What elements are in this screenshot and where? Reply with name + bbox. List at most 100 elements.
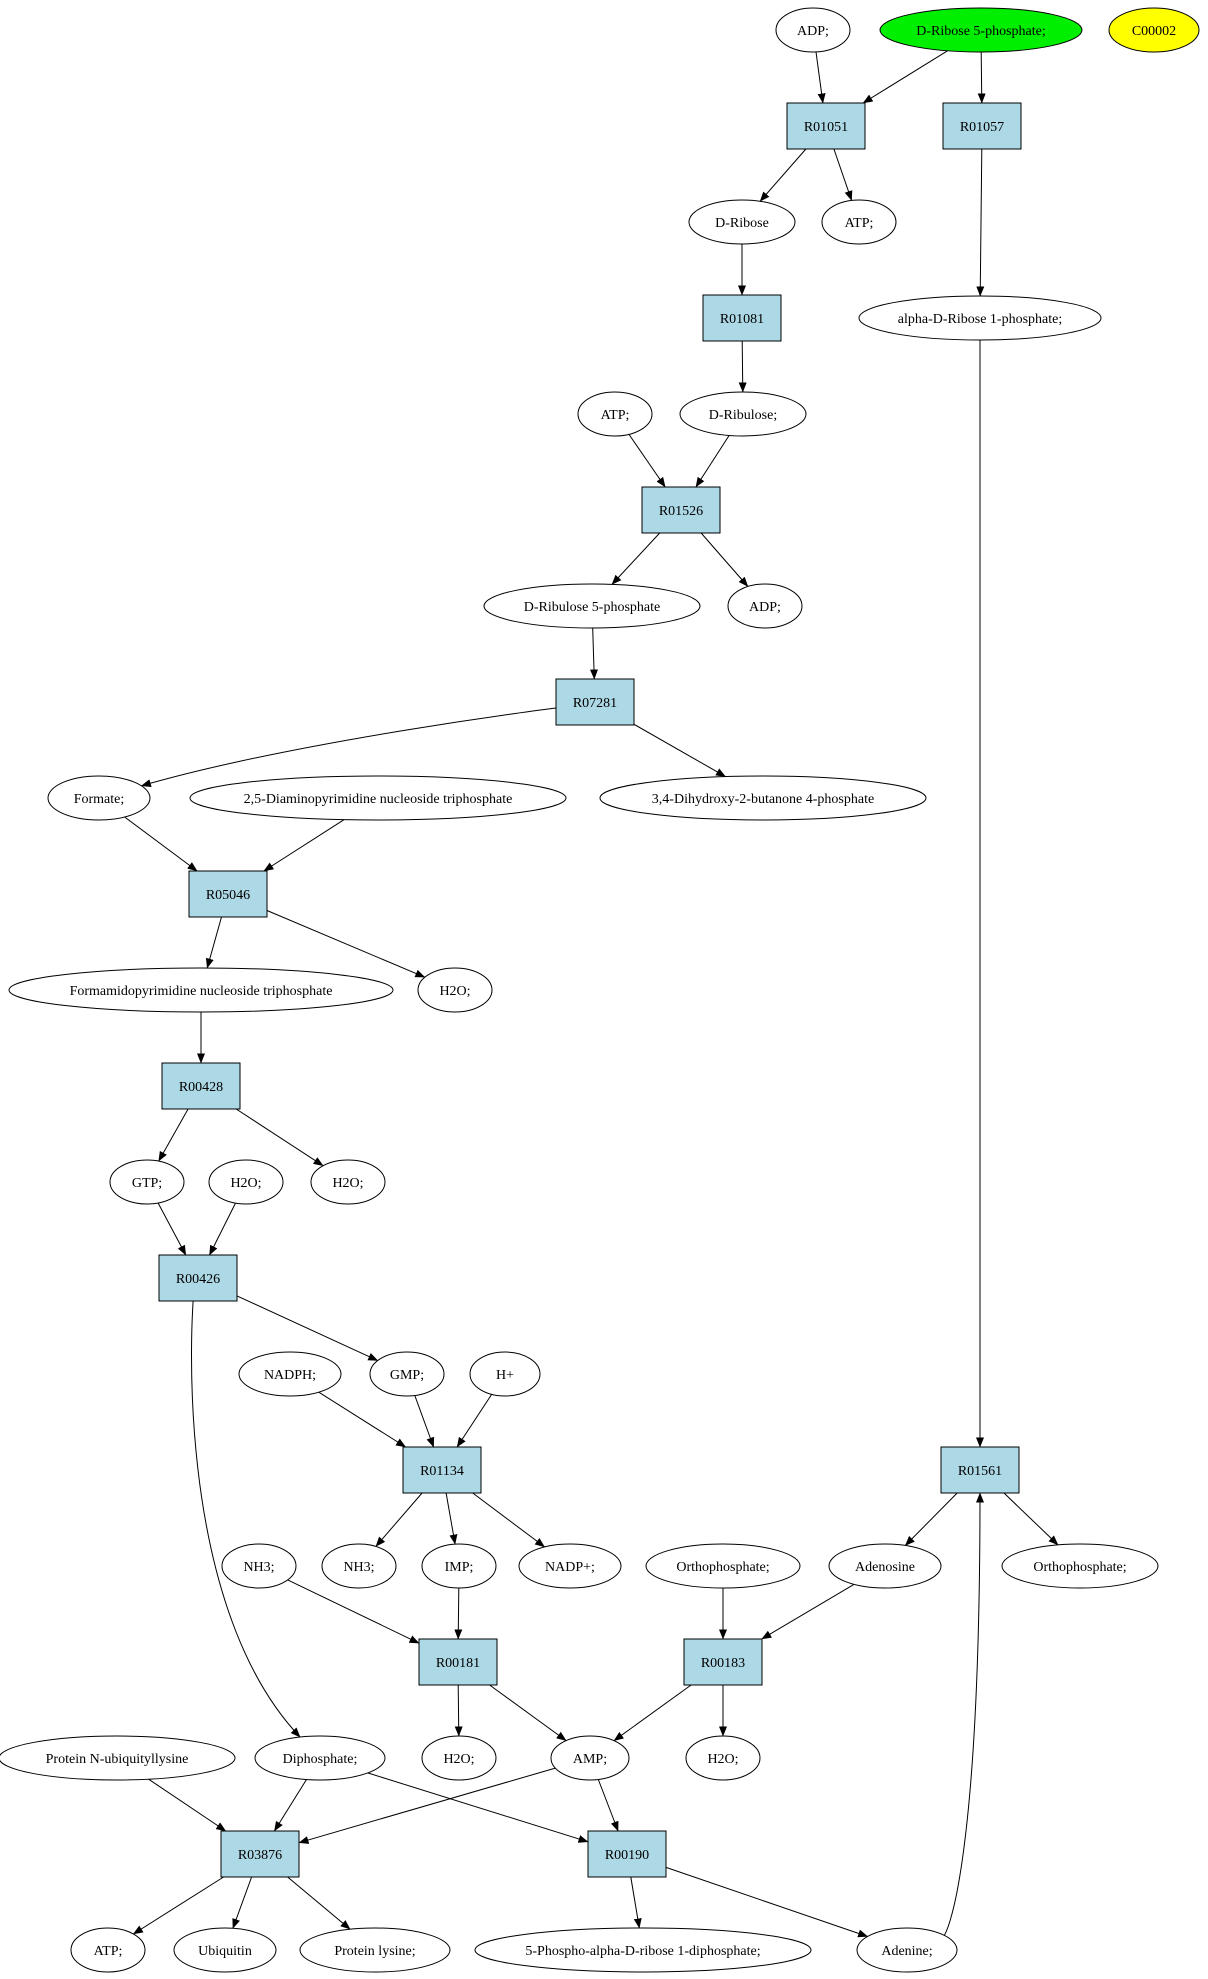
edge-amp-to-R00190 — [597, 1779, 619, 1832]
edge-ribu5p-to-R07281 — [590, 627, 599, 680]
compound-node-prpp[interactable]: 5-Phospho-alpha-D-ribose 1-diphosphate; — [474, 1927, 812, 1973]
compound-node-atp2[interactable]: ATP; — [577, 391, 653, 437]
compound-node-protub[interactable]: Protein N-ubiquityllysine — [0, 1735, 236, 1781]
compound-node-diphos[interactable]: Diphosphate; — [254, 1735, 386, 1781]
compound-node-gmp[interactable]: GMP; — [369, 1351, 445, 1397]
compound-node-ubiquitin[interactable]: Ubiquitin — [173, 1927, 277, 1973]
compound-ellipse — [1108, 7, 1200, 53]
edge-adp1-to-R01051 — [815, 51, 826, 104]
compound-node-h2o1[interactable]: H2O; — [417, 967, 493, 1013]
compound-node-fapnt[interactable]: Formamidopyrimidine nucleoside triphosph… — [8, 967, 394, 1013]
compound-node-amp[interactable]: AMP; — [550, 1735, 630, 1781]
compound-node-imp[interactable]: IMP; — [421, 1543, 497, 1589]
compound-node-protlys[interactable]: Protein lysine; — [299, 1927, 451, 1973]
reaction-label: R00426 — [176, 1272, 220, 1287]
compound-ellipse — [474, 1927, 812, 1973]
compound-node-dribose[interactable]: D-Ribose — [688, 199, 796, 245]
reaction-label: R01081 — [720, 312, 764, 327]
edge-formate-to-R05046 — [124, 816, 198, 872]
compound-node-h2o4[interactable]: H2O; — [421, 1735, 497, 1781]
compound-node-dhbp[interactable]: 3,4-Dihydroxy-2-butanone 4-phosphate — [599, 775, 927, 821]
compound-node-dribulose[interactable]: D-Ribulose; — [679, 391, 807, 437]
compound-ellipse — [70, 1927, 146, 1973]
compound-label: C00002 — [1132, 24, 1176, 39]
compound-ellipse — [679, 391, 807, 437]
compound-ellipse — [483, 583, 701, 629]
compound-node-h2o2[interactable]: H2O; — [208, 1159, 284, 1205]
reaction-node-r01134[interactable]: R01134 — [402, 1446, 482, 1494]
reaction-box — [555, 678, 635, 726]
edge-R03876-to-protlys — [287, 1876, 351, 1930]
compound-node-h2o3[interactable]: H2O; — [310, 1159, 386, 1205]
reaction-node-r05046[interactable]: R05046 — [188, 870, 268, 918]
compound-ellipse — [775, 7, 851, 53]
compound-ellipse — [828, 1543, 942, 1589]
compound-node-adp1[interactable]: ADP; — [775, 7, 851, 53]
reaction-label: R01561 — [958, 1464, 1002, 1479]
compound-label: NADP+; — [545, 1560, 595, 1575]
reaction-label: R01526 — [659, 504, 703, 519]
edge-dapnt-to-R05046 — [263, 819, 345, 872]
compound-ellipse — [369, 1351, 445, 1397]
compound-ellipse — [858, 295, 1102, 341]
reaction-node-r00181[interactable]: R00181 — [418, 1638, 498, 1686]
edge-R01134-to-nadpplus — [472, 1492, 546, 1548]
reaction-node-r01051[interactable]: R01051 — [786, 102, 866, 150]
edge-R01561-to-ortho2 — [1003, 1492, 1059, 1546]
reaction-node-r00183[interactable]: R00183 — [683, 1638, 763, 1686]
reaction-node-r00426[interactable]: R00426 — [158, 1254, 238, 1302]
compound-label: ADP; — [797, 24, 829, 39]
reaction-node-r00190[interactable]: R00190 — [587, 1830, 667, 1878]
compound-ellipse — [421, 1543, 497, 1589]
compound-label: Ubiquitin — [198, 1944, 252, 1959]
compound-node-rib5p[interactable]: D-Ribose 5-phosphate; — [879, 7, 1083, 53]
compound-node-atp1[interactable]: ATP; — [821, 199, 897, 245]
compound-node-adenosine[interactable]: Adenosine — [828, 1543, 942, 1589]
reaction-box — [683, 1638, 763, 1686]
compound-node-h2o5[interactable]: H2O; — [685, 1735, 761, 1781]
edge-R01081-to-dribulose — [738, 340, 747, 393]
reaction-node-r01081[interactable]: R01081 — [702, 294, 782, 342]
compound-ellipse — [208, 1159, 284, 1205]
reaction-box — [418, 1638, 498, 1686]
compound-node-nadph[interactable]: NADPH; — [238, 1351, 342, 1397]
reaction-box — [158, 1254, 238, 1302]
compound-node-hplus[interactable]: H+ — [469, 1351, 541, 1397]
compound-label: GMP; — [390, 1368, 424, 1383]
compound-node-ortho1[interactable]: Orthophosphate; — [645, 1543, 801, 1589]
compound-node-adenine[interactable]: Adenine; — [856, 1927, 958, 1973]
reaction-label: R01051 — [804, 120, 848, 135]
compound-node-nh3a[interactable]: NH3; — [221, 1543, 297, 1589]
compound-node-nh3b[interactable]: NH3; — [321, 1543, 397, 1589]
reaction-box — [188, 870, 268, 918]
compound-ellipse — [469, 1351, 541, 1397]
compound-node-adp2[interactable]: ADP; — [727, 583, 803, 629]
compound-ellipse — [189, 775, 567, 821]
compound-node-c00002[interactable]: C00002 — [1108, 7, 1200, 53]
edge-rib5p-to-R01051 — [862, 50, 948, 104]
compound-node-gtp[interactable]: GTP; — [109, 1159, 185, 1205]
reaction-label: R01057 — [960, 120, 1004, 135]
compound-node-ar1p[interactable]: alpha-D-Ribose 1-phosphate; — [858, 295, 1102, 341]
compound-node-ribu5p[interactable]: D-Ribulose 5-phosphate — [483, 583, 701, 629]
compound-node-nadpplus[interactable]: NADP+; — [518, 1543, 622, 1589]
compound-label: Diphosphate; — [283, 1752, 358, 1767]
compound-node-atp3[interactable]: ATP; — [70, 1927, 146, 1973]
reaction-node-r01526[interactable]: R01526 — [641, 486, 721, 534]
reaction-node-r03876[interactable]: R03876 — [220, 1830, 300, 1878]
edge-R00181-to-amp — [489, 1684, 567, 1742]
reaction-box — [940, 1446, 1020, 1494]
compound-node-formate[interactable]: Formate; — [47, 775, 151, 821]
reaction-node-r01561[interactable]: R01561 — [940, 1446, 1020, 1494]
compound-node-dapnt[interactable]: 2,5-Diaminopyrimidine nucleoside triphos… — [189, 775, 567, 821]
reaction-node-r07281[interactable]: R07281 — [555, 678, 635, 726]
compound-label: D-Ribose 5-phosphate; — [916, 24, 1045, 39]
edge-R03876-to-ubiquitin — [232, 1876, 253, 1929]
reaction-node-r01057[interactable]: R01057 — [942, 102, 1022, 150]
edge-dribulose-to-R01526 — [695, 435, 730, 488]
compound-label: GTP; — [132, 1176, 162, 1191]
compound-ellipse — [47, 775, 151, 821]
compound-node-ortho2[interactable]: Orthophosphate; — [1001, 1543, 1159, 1589]
compound-label: Adenosine — [855, 1560, 915, 1575]
reaction-node-r00428[interactable]: R00428 — [161, 1062, 241, 1110]
